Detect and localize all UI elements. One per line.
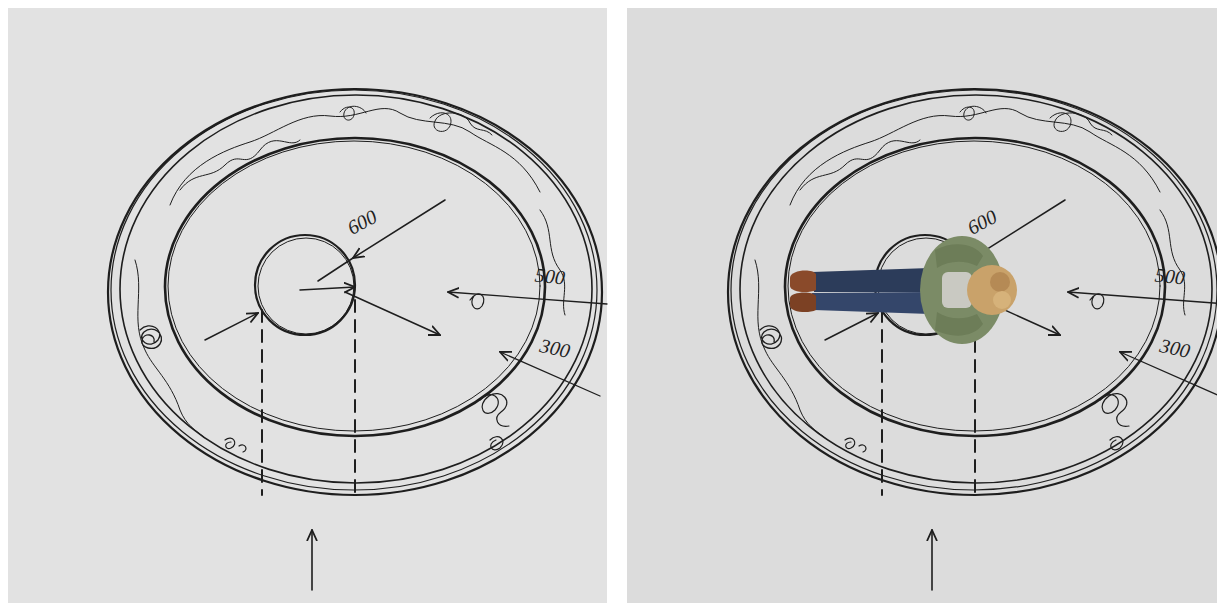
- scribble: [340, 106, 366, 120]
- scribble: [180, 140, 300, 190]
- leg: [812, 292, 930, 314]
- hair-curl: [993, 291, 1011, 309]
- scribble: [480, 394, 509, 427]
- shoe: [790, 292, 816, 312]
- dimension-label: 500: [534, 264, 566, 287]
- leg: [812, 268, 932, 292]
- paper-right: [627, 8, 1217, 603]
- center-circle: [255, 235, 355, 335]
- scribble: [135, 260, 205, 438]
- dashed-line: [261, 310, 263, 495]
- scribble: [470, 294, 484, 309]
- arm: [935, 312, 983, 336]
- person-figure: [790, 236, 1017, 344]
- scribble: [490, 437, 503, 450]
- arm: [935, 244, 983, 268]
- outer-ring: [108, 89, 602, 495]
- center-circle-stroke: [258, 238, 354, 334]
- paper-left: [8, 8, 607, 603]
- plan-sketch-copy: [728, 89, 1217, 590]
- dashed-line: [354, 300, 356, 495]
- entrance-arrow: [311, 530, 313, 590]
- scribble: [140, 326, 162, 349]
- head: [967, 265, 1017, 315]
- dimension-arrow: [205, 313, 258, 340]
- dimension-label: 500: [1154, 264, 1186, 287]
- dimension-arrow: [345, 292, 440, 335]
- shoe: [790, 271, 816, 293]
- plan-sketch: [108, 89, 607, 590]
- dimension-arrow: [300, 287, 355, 290]
- scribble: [430, 113, 492, 135]
- dimension-leader: [318, 258, 353, 281]
- scribble: [225, 438, 246, 452]
- scribble: [170, 109, 540, 205]
- dimension-leader: [448, 292, 607, 304]
- hair-curl: [990, 272, 1010, 292]
- dimension-leader: [500, 352, 600, 396]
